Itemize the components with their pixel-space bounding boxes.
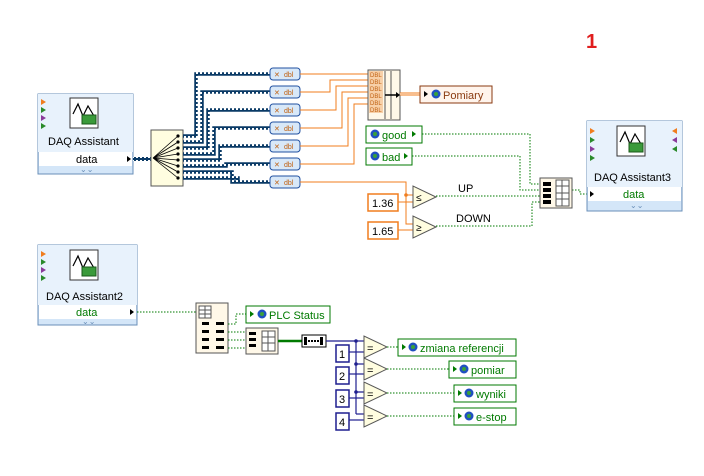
svg-text:DBL: DBL — [370, 73, 382, 79]
svg-text:DBL: DBL — [370, 108, 382, 114]
output-e-stop[interactable]: e-stop — [453, 407, 517, 426]
daq1-data-terminal: data — [76, 154, 98, 166]
svg-text:pomiar: pomiar — [471, 365, 505, 377]
svg-text:1: 1 — [339, 349, 345, 361]
pomiary-indicator[interactable]: Pomiary — [419, 85, 493, 104]
svg-text:dbl: dbl — [284, 108, 294, 115]
daq-assistant-1[interactable]: DAQ Assistant data ⌄⌄ — [37, 93, 134, 175]
conversion-node: ✕ dbl — [269, 85, 301, 99]
svg-text:≥: ≥ — [416, 223, 422, 234]
const-up[interactable]: 1.36 — [367, 193, 399, 212]
boolean-wires — [412, 133, 588, 227]
build-array-node[interactable]: DBL DBL DBL DBL DBL DBL — [367, 69, 401, 121]
const-down[interactable]: 1.65 — [367, 221, 399, 240]
output-wyniki[interactable]: wyniki — [453, 384, 517, 403]
svg-text:=: = — [367, 412, 373, 424]
svg-text:1.36: 1.36 — [372, 198, 393, 210]
bundle-node-2[interactable] — [245, 327, 279, 355]
svg-text:⌄⌄: ⌄⌄ — [80, 165, 93, 174]
svg-text:=: = — [367, 343, 373, 355]
equal-node: = — [363, 357, 389, 381]
svg-text:⌄⌄: ⌄⌄ — [82, 317, 95, 326]
svg-text:✕: ✕ — [274, 162, 280, 169]
svg-text:wyniki: wyniki — [475, 389, 506, 401]
svg-text:=: = — [367, 365, 373, 377]
less-equal-node[interactable]: ≤ — [412, 185, 438, 209]
svg-text:dbl: dbl — [284, 90, 294, 97]
svg-text:dbl: dbl — [284, 162, 294, 169]
daq-assistant-3[interactable]: DAQ Assistant3 data ⌄⌄ — [586, 120, 683, 212]
svg-text:e-stop: e-stop — [476, 412, 507, 424]
page-number: 1 — [586, 31, 597, 53]
double-wires — [300, 73, 413, 196]
svg-text:✕: ✕ — [274, 108, 280, 115]
conversion-node: ✕ dbl — [269, 175, 301, 189]
index-constants[interactable]: 1 2 3 4 — [335, 344, 350, 431]
svg-text:✕: ✕ — [274, 90, 280, 97]
daq3-title: DAQ Assistant3 — [594, 172, 671, 184]
svg-text:DBL: DBL — [370, 94, 382, 100]
svg-text:2: 2 — [339, 371, 345, 383]
equal-node: = — [363, 381, 389, 405]
equal-node: = — [363, 404, 389, 428]
svg-text:DBL: DBL — [370, 87, 382, 93]
greater-equal-node[interactable]: ≥ — [412, 215, 438, 239]
dynamic-wires — [183, 72, 270, 184]
cluster-array-node[interactable] — [301, 334, 327, 348]
daq-icon — [69, 249, 99, 281]
split-signals-node[interactable] — [150, 129, 184, 187]
plc-status-global[interactable]: PLC Status — [245, 305, 331, 324]
equal-node: = — [363, 335, 389, 359]
daq-icon — [616, 125, 646, 157]
svg-text:✕: ✕ — [274, 180, 280, 187]
conversion-node: ✕ dbl — [269, 103, 301, 117]
conversion-node: ✕ dbl — [269, 157, 301, 171]
daq2-title: DAQ Assistant2 — [46, 291, 123, 303]
svg-text:3: 3 — [339, 394, 345, 406]
daq2-data-terminal: data — [76, 307, 98, 319]
conversion-node: ✕ dbl — [269, 139, 301, 153]
svg-text:dbl: dbl — [284, 72, 294, 79]
conversion-nodes[interactable]: ✕ dbl ✕ dbl ✕ dbl ✕ dbl ✕ dbl ✕ dbl — [269, 67, 301, 189]
bundle-node[interactable] — [539, 177, 573, 209]
svg-text:dbl: dbl — [284, 126, 294, 133]
wire-label-up: UP — [458, 183, 473, 195]
svg-text:zmiana referencji: zmiana referencji — [420, 343, 504, 355]
svg-text:PLC Status: PLC Status — [269, 310, 325, 322]
unbundle-node[interactable] — [195, 302, 229, 354]
output-zmiana-referencji[interactable]: zmiana referencji — [397, 338, 517, 357]
svg-text:4: 4 — [339, 417, 345, 429]
svg-text:dbl: dbl — [284, 144, 294, 151]
svg-text:⌄⌄: ⌄⌄ — [630, 201, 643, 210]
daq1-title: DAQ Assistant — [48, 136, 119, 148]
equal-nodes[interactable]: = = = = — [363, 335, 389, 428]
daq-icon — [69, 97, 99, 129]
svg-text:dbl: dbl — [284, 180, 294, 187]
svg-text:✕: ✕ — [274, 126, 280, 133]
svg-text:DBL: DBL — [370, 80, 382, 86]
output-pomiar[interactable]: pomiar — [448, 360, 517, 379]
svg-text:✕: ✕ — [274, 72, 280, 79]
svg-text:bad: bad — [382, 152, 400, 164]
bad-global[interactable]: bad — [365, 147, 413, 166]
svg-text:good: good — [382, 130, 406, 142]
good-global[interactable]: good — [365, 125, 423, 144]
svg-text:✕: ✕ — [274, 144, 280, 151]
svg-text:=: = — [367, 389, 373, 401]
pomiary-label: Pomiary — [443, 90, 484, 102]
svg-text:1.65: 1.65 — [372, 226, 393, 238]
svg-text:DBL: DBL — [370, 101, 382, 107]
conversion-node: ✕ dbl — [269, 121, 301, 135]
daq3-data-terminal: data — [623, 189, 645, 201]
daq-assistant-2[interactable]: DAQ Assistant2 data ⌄⌄ — [37, 244, 138, 326]
svg-text:≤: ≤ — [416, 193, 422, 204]
conversion-node: ✕ dbl — [269, 67, 301, 81]
wire-label-down: DOWN — [456, 213, 491, 225]
